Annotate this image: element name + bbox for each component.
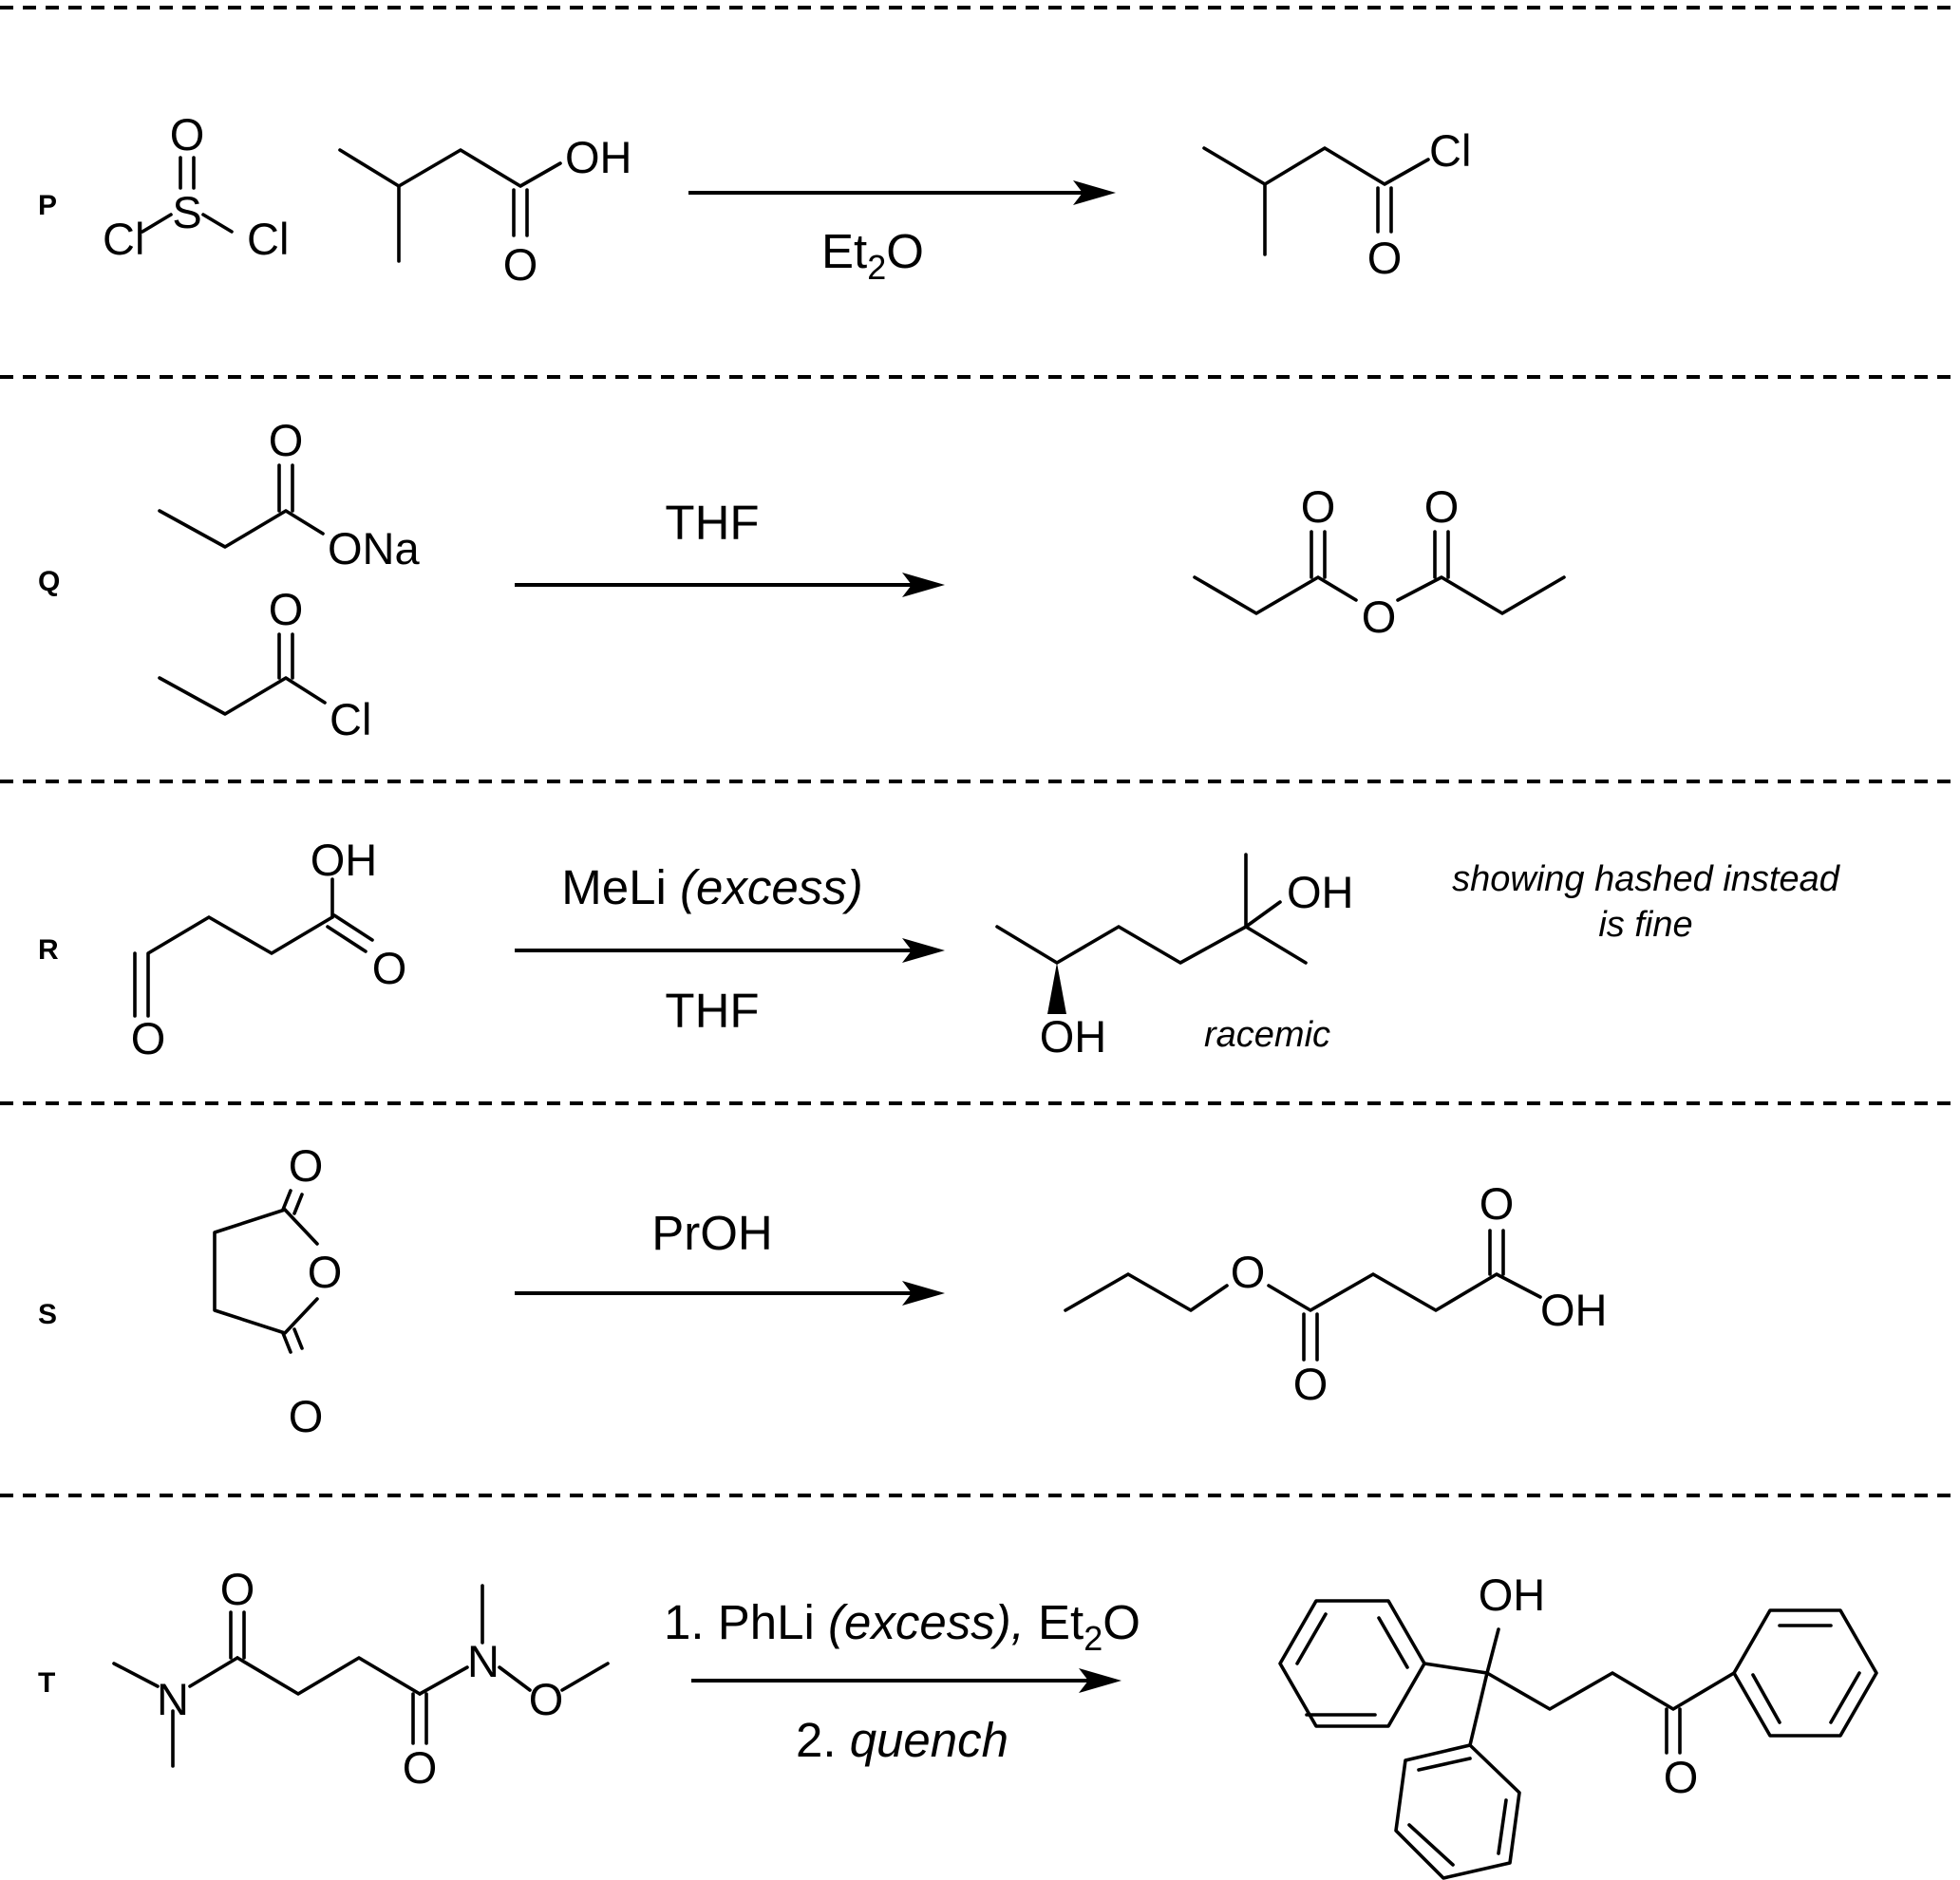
reaction-label-p: P [38,190,57,221]
atom-n: N [157,1674,189,1724]
reaction-r: R OH O O MeLi (excess) THF OH OH racem [38,835,1841,1063]
reaction-label-r: R [38,934,59,966]
separator-lines [0,6,1960,1497]
conditions-meli: MeLi (excess) [561,860,862,914]
atom-o: O [220,1564,255,1614]
reaction-arrow [515,938,945,963]
conditions-proh: PrOH [651,1206,773,1260]
atom-o: O [289,1391,324,1441]
conditions-et2o: Et2O [821,224,924,287]
isovaleryl-chloride-structure: Cl O [1202,125,1471,283]
atom-n: N [467,1636,499,1686]
atom-o: O [1301,481,1336,532]
methylhexanediol-structure: OH OH [995,853,1354,1062]
atom-oh: OH [1479,1570,1546,1620]
side-note: showing hashed instead [1452,859,1841,899]
atom-o: O [503,239,538,290]
atom-o: O [1362,592,1397,642]
wedge-bond [1047,963,1066,1014]
weinreb-amide-structure: N O O N O [112,1564,610,1793]
thionyl-chloride-structure: O S Cl Cl [103,109,289,264]
atom-s: S [172,187,201,237]
reaction-s: S O O O PrOH O O O [38,1140,1608,1441]
atom-cl: Cl [247,214,289,264]
reaction-p: P O S Cl Cl OH O Et2O [38,109,1471,290]
atom-o: O [289,1140,324,1191]
succinic-semialdehyde-structure: OH O O [131,835,407,1063]
triphenyl-ketoalcohol-structure: OH O [1278,1570,1878,1880]
atom-o: O [269,415,304,465]
atom-cl: Cl [103,214,144,264]
atom-oh: OH [1040,1011,1107,1062]
atom-oh: OH [311,835,378,885]
isovaleric-acid-structure: OH O [338,132,632,290]
atom-o: O [1424,481,1460,532]
reaction-t: T N O O N O 1. PhLi (excess), Et2O 2. [38,1564,1878,1880]
atom-oh: OH [1540,1285,1608,1335]
succinic-anhydride-structure: O O O [213,1140,343,1441]
atom-o: O [372,943,407,993]
reaction-arrow [691,1668,1121,1693]
conditions-thf: THF [665,496,759,550]
reaction-arrow [688,180,1116,205]
propanoyl-chloride-structure: O Cl [158,584,371,744]
reaction-label-t: T [38,1667,55,1699]
atom-oh: OH [565,132,632,182]
propanoic-anhydride-structure: O O O [1193,481,1566,642]
reaction-q: Q O ONa O Cl THF [38,415,1566,744]
reaction-label-q: Q [38,566,60,597]
atom-cl: Cl [330,694,371,744]
atom-cl: Cl [1429,125,1471,176]
atom-oh: OH [1287,867,1354,917]
conditions-step1: 1. PhLi (excess), Et2O [664,1595,1140,1658]
atom-o: O [1293,1359,1329,1409]
reaction-arrow [515,573,945,597]
reaction-arrow [515,1281,945,1306]
atom-o: O [1479,1178,1515,1229]
atom-o: O [1664,1752,1699,1802]
atom-o: O [1231,1247,1266,1297]
atom-o: O [170,109,205,160]
racemic-note: racemic [1204,1015,1330,1055]
atom-o: O [1367,233,1403,283]
propyl-hydrogen-succinate-structure: O O O OH [1064,1178,1608,1409]
conditions-thf: THF [665,984,759,1038]
atom-o: O [403,1742,438,1793]
atom-o: O [131,1013,166,1063]
atom-ona: ONa [328,523,421,573]
atom-o: O [269,584,304,634]
atom-o: O [308,1247,343,1297]
atom-o: O [529,1674,564,1724]
side-note: is fine [1598,905,1692,945]
conditions-step2: 2. quench [796,1713,1008,1767]
reaction-label-s: S [38,1299,57,1330]
sodium-propanoate-structure: O ONa [158,415,421,573]
